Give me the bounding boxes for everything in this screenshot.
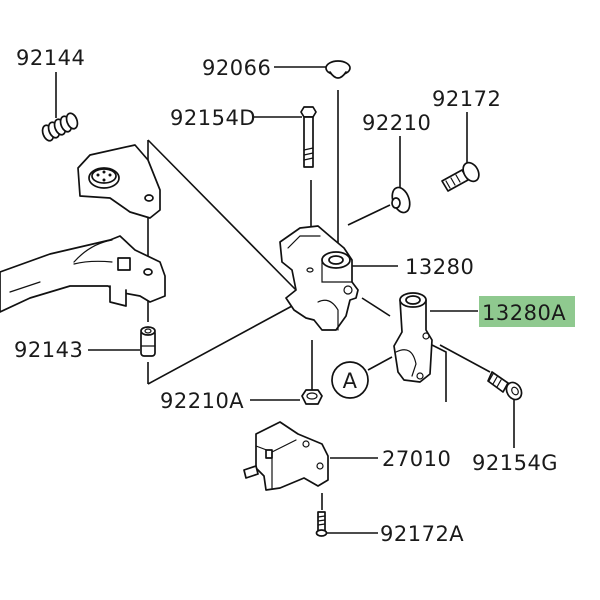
part-92172A-screw[interactable]: [315, 511, 328, 537]
part-92210-washer[interactable]: [389, 185, 413, 215]
label-92143[interactable]: 92143: [14, 338, 83, 362]
assembly-axis-92210: [347, 204, 391, 226]
part-13280A-clamp[interactable]: [393, 292, 433, 383]
part-92143-collar[interactable]: [140, 326, 156, 357]
assembly-axis-clamp: [361, 297, 391, 317]
label-92172[interactable]: 92172: [432, 87, 501, 111]
leader-callout-A: [367, 356, 393, 371]
label-13280A[interactable]: 13280A: [482, 301, 566, 325]
label-27010[interactable]: 27010: [382, 447, 451, 471]
highlight-13280A: [479, 296, 575, 327]
part-92154D-bolt[interactable]: [300, 106, 317, 168]
part-brake-lever[interactable]: [0, 235, 166, 313]
part-92066-cap[interactable]: [325, 60, 351, 79]
label-13280[interactable]: 13280: [405, 255, 474, 279]
assembly-axis-92154G: [439, 344, 491, 373]
callout-A: A: [331, 361, 369, 399]
label-92172A[interactable]: 92172A: [380, 522, 464, 546]
label-92154G[interactable]: 92154G: [472, 451, 558, 475]
label-92210[interactable]: 92210: [362, 111, 431, 135]
part-labels: 92144 92066 92154D 92172 92210 13280 132…: [14, 46, 566, 546]
label-92210A[interactable]: 92210A: [160, 389, 244, 413]
clamp-bracket: [431, 344, 447, 402]
part-13280-lever-holder[interactable]: [279, 225, 359, 331]
part-92144-spring[interactable]: [41, 112, 80, 142]
label-92144[interactable]: 92144: [16, 46, 85, 70]
part-92154G-bolt[interactable]: [487, 371, 525, 402]
part-92172-screw[interactable]: [441, 160, 482, 192]
bracket-line-upper: [147, 139, 297, 291]
part-lever-bracket[interactable]: [77, 144, 161, 219]
label-92066[interactable]: 92066: [202, 56, 271, 80]
part-92210A-nut[interactable]: [301, 389, 323, 405]
label-92154D[interactable]: 92154D: [170, 106, 256, 130]
leader-lines: [55, 66, 515, 534]
bracket-line-lower: [147, 305, 293, 385]
callout-A-label: A: [343, 369, 358, 393]
part-27010-brake-switch[interactable]: [243, 421, 329, 491]
